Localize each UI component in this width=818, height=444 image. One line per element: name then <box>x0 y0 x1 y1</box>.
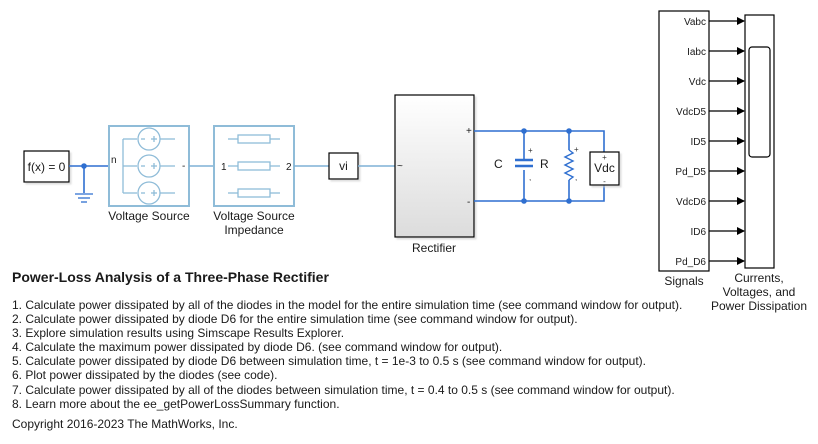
instruction-steps: 1. Calculate power dissipated by all of … <box>12 298 682 411</box>
instruction-step-link[interactable]: 4. Calculate the maximum power dissipate… <box>12 340 503 355</box>
vdc-minus: - <box>603 177 606 186</box>
instruction-step-link[interactable]: 1. Calculate power dissipated by all of … <box>12 298 683 312</box>
instruction-step-link[interactable]: 3. Explore simulation results using Sims… <box>12 326 345 341</box>
svg-text:+: + <box>574 145 579 154</box>
voltage-source-impedance-block[interactable]: 1 2 Voltage Source Impedance <box>213 125 295 237</box>
ground-connection[interactable] <box>69 165 108 193</box>
instruction-step-link[interactable]: 6. Plot power dissipated by the diodes (… <box>12 368 278 383</box>
ground-icon <box>75 193 93 203</box>
vdc-plus: + <box>602 153 607 162</box>
vdc-label: Vdc <box>594 161 615 175</box>
copyright-text: Copyright 2016-2023 The MathWorks, Inc. <box>12 417 238 431</box>
port-label-1: 1 <box>221 162 227 173</box>
impedance-caption-line1: Voltage Source <box>213 209 295 223</box>
scope-caption-line1: Currents, <box>734 271 783 285</box>
signal-output-label: Pd_D5 <box>675 167 706 178</box>
rectifier-port-plus: + <box>466 126 472 137</box>
scope-caption-line2: Voltages, and <box>723 285 796 299</box>
vdc-sensor-block[interactable]: + Vdc - <box>589 151 620 186</box>
impedance-caption-line2: Impedance <box>224 223 284 237</box>
voltage-source-block[interactable]: n - Voltage Source <box>108 125 190 223</box>
svg-text:,: , <box>575 173 577 182</box>
vi-sensor-block[interactable]: vi <box>328 152 359 180</box>
rectifier-block[interactable]: ~ + - Rectifier <box>394 94 475 255</box>
instruction-step-link[interactable]: 5. Calculate power dissipated by diode D… <box>12 354 647 369</box>
capacitor-block[interactable]: + , C <box>494 146 533 182</box>
dc-bus-wires[interactable] <box>474 130 605 202</box>
signal-output-label: VdcD6 <box>676 197 706 208</box>
model-title: Power-Loss Analysis of a Three-Phase Rec… <box>12 269 329 285</box>
voltage-source-caption: Voltage Source <box>108 209 190 223</box>
scope-screen-icon <box>748 46 771 158</box>
signals-subsystem-block[interactable]: Signals <box>658 10 710 288</box>
solver-config-label: f(x) = 0 <box>28 160 66 174</box>
capacitor-label: C <box>494 157 503 171</box>
instruction-step-link[interactable]: 8. Learn more about the ee_getPowerLossS… <box>12 396 340 411</box>
instruction-step-link[interactable]: 7. Calculate power dissipated by all of … <box>12 382 675 397</box>
signal-output-label: Vdc <box>689 77 706 88</box>
signal-output-label: ID5 <box>690 137 706 148</box>
solver-config-block[interactable]: f(x) = 0 <box>23 150 70 183</box>
resistor-block[interactable]: + , R <box>540 145 579 182</box>
port-label-minus: - <box>182 161 185 172</box>
svg-text:,: , <box>529 173 531 182</box>
signals-caption: Signals <box>664 274 703 288</box>
port-label-n: n <box>111 155 117 166</box>
rectifier-caption: Rectifier <box>412 241 456 255</box>
scope-caption-line3: Power Dissipation <box>711 299 807 313</box>
signal-output-label: ID6 <box>690 227 706 238</box>
instruction-step-link[interactable]: 2. Calculate power dissipated by diode D… <box>12 312 578 327</box>
junction-dot <box>81 163 87 169</box>
scope-block[interactable]: Currents, Voltages, and Power Dissipatio… <box>711 14 807 313</box>
signal-output-label: Vabc <box>684 17 706 28</box>
signal-output-label: Pd_D6 <box>675 257 706 268</box>
rectifier-port-ac: ~ <box>397 161 403 172</box>
rectifier-port-minus: - <box>467 197 470 208</box>
svg-text:+: + <box>528 146 533 155</box>
signal-output-label: Iabc <box>687 47 706 58</box>
signal-output-label: VdcD5 <box>676 107 706 118</box>
port-label-2: 2 <box>286 162 292 173</box>
junction-dots <box>521 128 572 204</box>
resistor-label: R <box>540 157 549 171</box>
vi-label: vi <box>339 159 348 173</box>
